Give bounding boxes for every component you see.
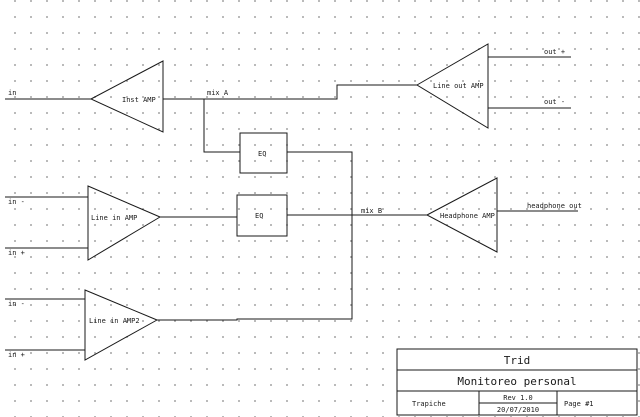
eq-top-label: EQ [258, 150, 266, 158]
title-block-title: Trid [504, 354, 531, 367]
title-block-date: 20/07/2010 [497, 406, 539, 414]
title-block-page: Page #1 [564, 400, 594, 408]
line-in-amp-label: Line in AMP [91, 214, 137, 222]
wire-mix-a [163, 84, 417, 100]
inst-amp: Inst AMP [89, 60, 164, 133]
eq-bottom: EQ [236, 194, 288, 237]
net-label-out-minus: out - [544, 98, 565, 106]
line-in-amp: Line in AMP [87, 185, 162, 261]
headphone-amp-label: Headphone AMP [440, 212, 495, 220]
inst-amp-symbol [89, 60, 164, 133]
eq-top-box [239, 132, 288, 174]
inst-amp-label: Inst AMP [122, 96, 156, 104]
net-label-out-plus: out + [544, 48, 565, 56]
net-labels: in mix A mix B out + out - headphone out… [8, 48, 582, 359]
headphone-amp-symbol [425, 177, 498, 253]
line-in-amp-symbol [87, 185, 162, 261]
title-block-frame [396, 348, 638, 416]
net-label-in: in [8, 89, 16, 97]
wire-mix-a-to-eq-top [203, 99, 240, 153]
title-block-rev: Rev 1.0 [503, 394, 533, 402]
line-out-amp-symbol [416, 43, 489, 129]
title-block-author: Trapiche [412, 400, 446, 408]
net-label-in-plus-1: in + [8, 249, 25, 257]
title-block-subtitle: Monitoreo personal [457, 375, 576, 388]
wires [5, 56, 578, 351]
eq-bottom-box [236, 194, 288, 237]
line-out-amp-label: Line out AMP [433, 82, 484, 90]
net-label-mix-b: mix B [361, 207, 382, 215]
net-label-in-minus-2: in - [8, 300, 25, 308]
line-in-amp2: Line in AMP2 [84, 289, 159, 361]
net-label-mix-a: mix A [207, 89, 229, 97]
net-label-headphone-out: headphone out [527, 202, 582, 210]
net-label-in-plus-2: in + [8, 351, 25, 359]
title-block: Trid Monitoreo personal Trapiche Rev 1.0… [396, 348, 638, 416]
line-in-amp2-label: Line in AMP2 [89, 317, 140, 325]
wire-line-in-amp2-to-mix-b [157, 215, 353, 321]
net-label-in-minus-1: in - [8, 198, 25, 206]
eq-bottom-label: EQ [255, 212, 263, 220]
wire-eq-top-to-mix-b [287, 151, 353, 215]
eq-top: EQ [239, 132, 288, 174]
headphone-amp: Headphone AMP [425, 177, 498, 253]
line-out-amp: Line out AMP [416, 43, 489, 129]
line-in-amp2-symbol [84, 289, 159, 361]
